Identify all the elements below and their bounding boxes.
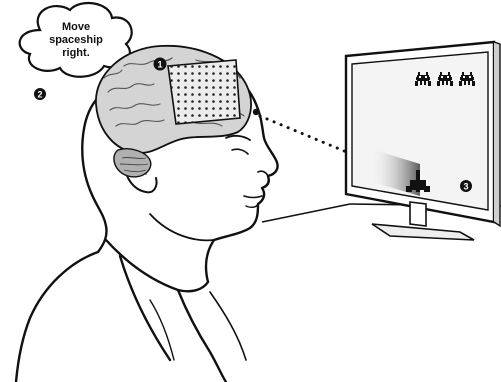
step-marker-3: 3 [460, 180, 472, 192]
head-sensor [253, 109, 259, 115]
thought-line-2: spaceship [49, 34, 103, 46]
step-marker-2: 2 [34, 88, 46, 100]
monitor [346, 42, 500, 240]
monitor-stand-neck [410, 202, 426, 226]
step-marker-1: 1 [154, 58, 167, 71]
electrode-array [168, 60, 240, 124]
thought-line-3: right. [62, 47, 90, 59]
thought-line-1: Move [62, 21, 90, 33]
step-marker-1-label: 1 [157, 60, 162, 70]
step-marker-3-label: 3 [463, 182, 468, 192]
step-marker-2-label: 2 [37, 90, 42, 100]
